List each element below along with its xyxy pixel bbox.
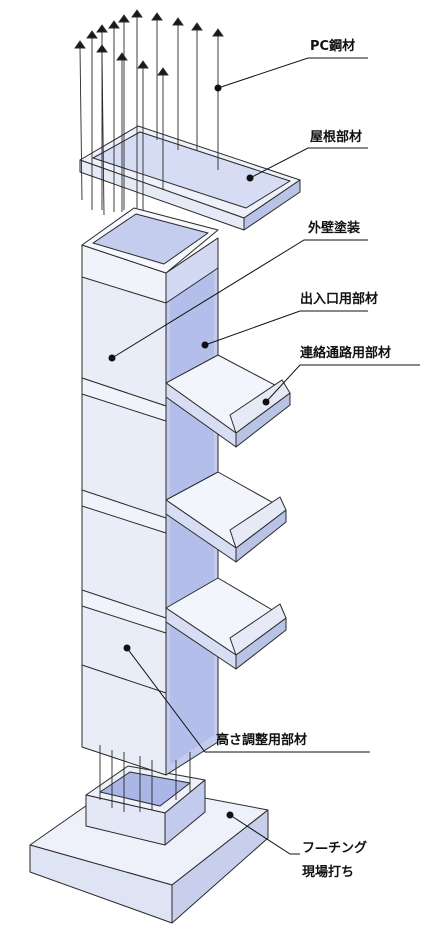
band-3-front [81,589,167,634]
label-roof-member: 屋根部材 [310,130,363,145]
platform-3-rail [229,603,287,656]
top-box-right [165,237,219,304]
leader-exterior [111,239,368,359]
steel-bar [212,28,224,170]
pc-steel-bars [74,9,224,812]
dot-entrance [201,341,209,349]
leader-lines [111,57,420,855]
leader-roof [249,147,368,179]
dot-roof [246,174,254,182]
label-cast-in-place: 現場打ち [302,865,355,880]
passage-platforms [165,354,291,670]
band-2-front [81,489,167,534]
leader-footing [229,814,300,855]
dot-height-adj [123,644,131,652]
footing [29,765,269,924]
footing-right-side [171,809,269,924]
steel-bar [74,40,86,201]
steel-bar [96,44,108,216]
top-box-opening [92,213,209,265]
pedestal-right [164,779,206,846]
roof-side-lip [243,179,301,231]
leader-passage [265,364,420,403]
steel-bar [116,52,128,212]
label-footing: フ—チング [302,841,368,856]
label-pc-steel: PC鋼材 [310,39,356,54]
dot-pc-steel [214,84,222,92]
leader-height-adj [126,647,370,753]
band-1-front [81,377,167,422]
leader-dots [108,84,270,819]
steel-bar [151,12,163,140]
steel-bar [157,67,169,190]
segment-joint [81,664,167,694]
label-entrance-member: 出入口用部材 [300,292,379,307]
label-exterior-paint: 外壁塗装 [308,221,361,236]
platform-1-rail [229,379,291,434]
roof-member [79,125,301,231]
steel-bar [191,22,203,150]
dot-passage [262,398,270,406]
leader-pc-steel [217,57,368,89]
leader-entrance [204,310,368,346]
steel-bar [118,14,130,210]
steel-bar [131,9,143,208]
steel-bar [108,20,120,212]
steel-bar [137,60,149,210]
dot-exterior [108,354,116,362]
platform-2-rail [229,496,287,549]
label-height-adjust-member: 高さ調整用部材 [216,733,308,748]
steel-bar [86,30,98,210]
steel-bar [172,17,184,150]
label-passage-member: 連絡通路用部材 [300,346,392,361]
dot-footing [226,811,234,819]
